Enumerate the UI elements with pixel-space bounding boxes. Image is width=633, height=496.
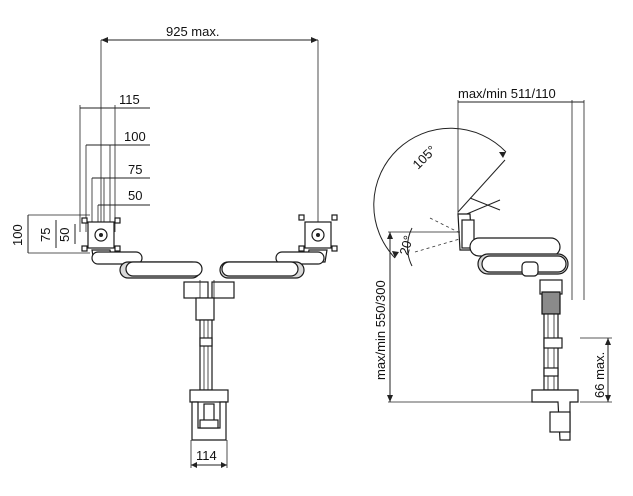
label-vesa-100: 100 bbox=[124, 129, 146, 144]
side-view: max/min 511/110 105° 20° bbox=[373, 86, 612, 441]
side-arm bbox=[469, 237, 569, 277]
dimension-925: 925 max. bbox=[100, 24, 319, 225]
label-vesa-h-75: 75 bbox=[38, 228, 53, 242]
front-view: 925 max. 115 100 75 50 1 bbox=[10, 24, 338, 468]
label-clamp-depth: 66 max. bbox=[592, 352, 607, 398]
side-pole bbox=[539, 279, 563, 391]
central-pole bbox=[183, 280, 235, 391]
vesa-vertical-dimensions: 100 75 50 bbox=[10, 214, 90, 254]
label-vesa-h-50: 50 bbox=[57, 228, 72, 242]
dimension-114: 114 bbox=[190, 440, 228, 468]
label-tilt-angle: 20° bbox=[396, 234, 416, 257]
label-clamp-width: 114 bbox=[196, 448, 217, 463]
tilt-head bbox=[457, 159, 506, 251]
dimension-height: max/min 550/300 bbox=[373, 231, 540, 403]
label-tilt-range: 105° bbox=[410, 143, 440, 173]
label-height-range: max/min 550/300 bbox=[373, 280, 388, 380]
desk-clamp-front bbox=[189, 389, 229, 441]
desk-clamp-side bbox=[531, 389, 579, 441]
right-arm bbox=[219, 251, 325, 279]
label-reach: max/min 511/110 bbox=[458, 86, 556, 101]
dimension-reach: max/min 511/110 bbox=[457, 86, 585, 300]
left-arm bbox=[91, 251, 203, 279]
label-vesa-75: 75 bbox=[128, 162, 142, 177]
label-width-overall: 925 max. bbox=[166, 24, 219, 39]
label-vesa-h-100: 100 bbox=[10, 224, 25, 246]
dimension-clamp-depth: 66 max. bbox=[580, 337, 612, 403]
vesa-horizontal-dimensions: 115 100 75 50 bbox=[79, 92, 150, 232]
label-vesa-50: 50 bbox=[128, 188, 142, 203]
label-vesa-115: 115 bbox=[119, 92, 140, 107]
